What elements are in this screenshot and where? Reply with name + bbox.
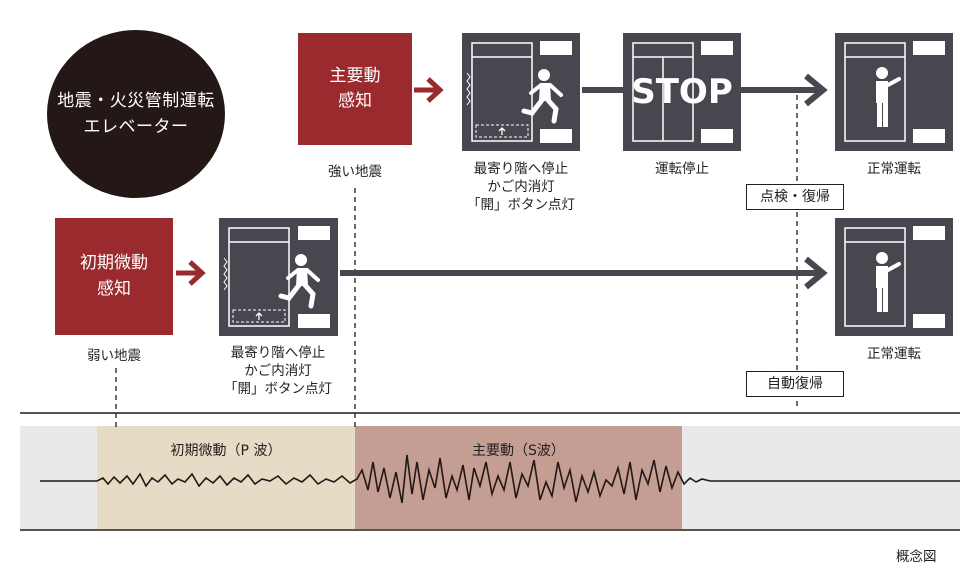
- strong-result-caption: 正常運転: [867, 161, 921, 177]
- elevator-panel-strong-result: [835, 33, 953, 151]
- arrowhead-top: [804, 73, 828, 107]
- weak-trigger-line2: 感知: [97, 278, 131, 299]
- weak-step1-line1: 最寄り階へ停止: [230, 345, 326, 361]
- weak-step1-line3: 「開」ボタン点灯: [224, 381, 332, 398]
- weak-trigger-caption: 弱い地震: [87, 348, 141, 364]
- stop-text: STOP: [631, 72, 733, 112]
- auto-resume-tag: 自動復帰: [746, 371, 844, 397]
- p-wave-label: 初期微動（P 波）: [170, 443, 282, 459]
- strong-trigger-caption: 強い地震: [328, 164, 382, 180]
- seismic-wave: [40, 454, 960, 504]
- strong-trigger-box: 主要動 感知: [298, 33, 412, 145]
- elevator-panel-weak-result: [835, 218, 953, 336]
- elevator-panel-strong-step1: [462, 33, 580, 151]
- title-line1: 地震・火災管制運転: [57, 90, 215, 111]
- title-circle: 地震・火災管制運転 エレベーター: [47, 30, 225, 198]
- strong-red-arrow: [414, 77, 444, 103]
- footnote-concept-diagram: 概念図: [896, 549, 937, 565]
- strong-step1-line1: 最寄り階へ停止: [473, 161, 569, 177]
- strong-trigger-line2: 感知: [338, 91, 372, 111]
- weak-result-caption: 正常運転: [867, 346, 921, 362]
- weak-trigger-line1: 初期微動: [80, 253, 148, 273]
- elevator-panel-stop: STOP: [623, 33, 741, 151]
- strong-trigger-line1: 主要動: [329, 65, 381, 86]
- title-line2: エレベーター: [83, 117, 189, 137]
- strong-step1-caption: 最寄り階へ停止 かご内消灯 「開」ボタン点灯: [446, 160, 596, 215]
- inspection-resume-tag: 点検・復帰: [746, 184, 844, 210]
- strong-step1-line3: 「開」ボタン点灯: [467, 197, 575, 214]
- arrowhead-bottom: [804, 256, 828, 290]
- weak-red-arrow: [176, 260, 206, 286]
- s-wave-label: 主要動（S波）: [472, 443, 565, 459]
- weak-trigger-box: 初期微動 感知: [55, 218, 173, 335]
- strong-step1-line2: かご内消灯: [487, 179, 555, 196]
- weak-step1-line2: かご内消灯: [244, 363, 312, 380]
- strong-step2-caption: 運転停止: [655, 161, 709, 177]
- elevator-panel-weak-step1: [219, 218, 338, 336]
- weak-step1-caption: 最寄り階へ停止 かご内消灯 「開」ボタン点灯: [203, 344, 353, 399]
